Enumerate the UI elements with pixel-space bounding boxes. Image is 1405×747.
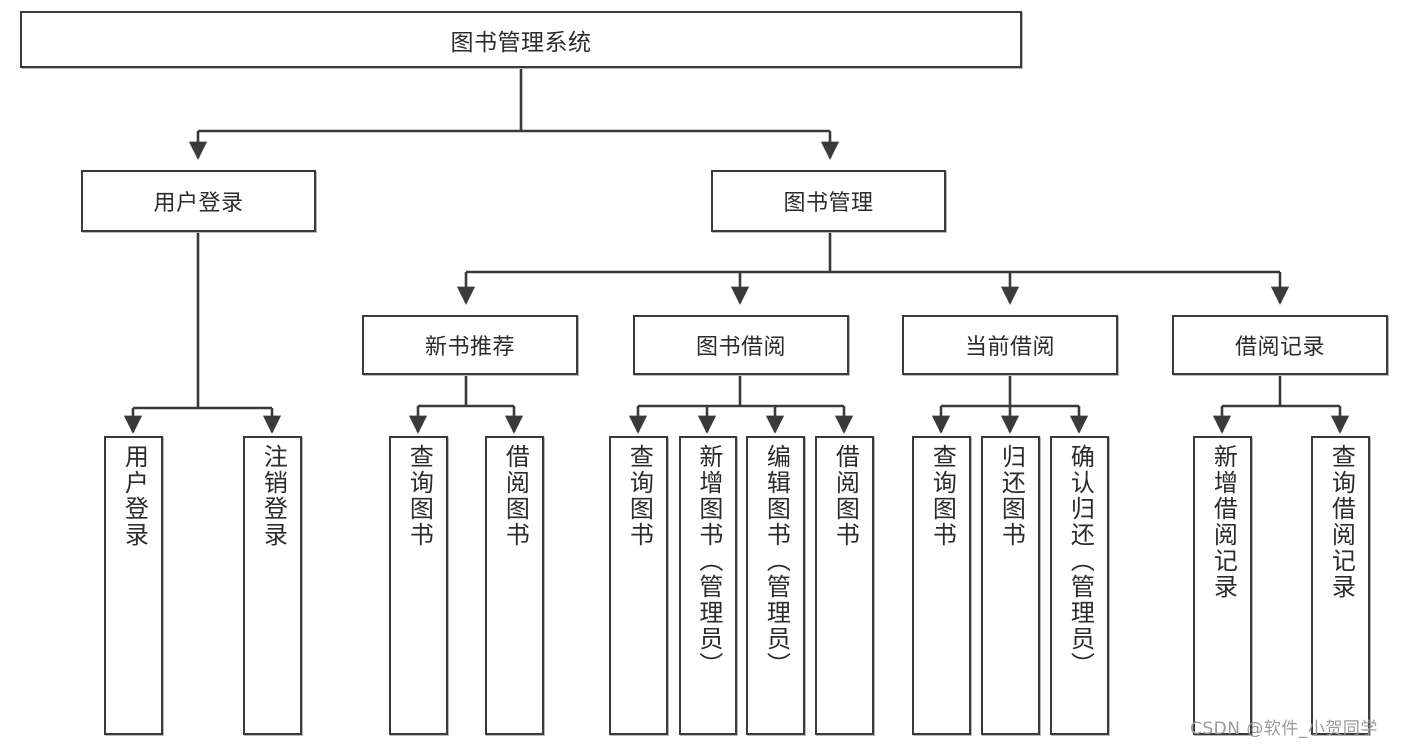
leaf-borrow-borrow-book[interactable]: 借阅图书 (815, 436, 874, 735)
leaf-label: 查询图书 (928, 444, 957, 548)
leaf-label: 注销登录 (259, 444, 288, 548)
node-current-borrow[interactable]: 当前借阅 (902, 315, 1118, 375)
leaf-current-query-book[interactable]: 查询图书 (912, 436, 971, 735)
leaf-record-add-record[interactable]: 新增借阅记录 (1193, 436, 1252, 735)
leaf-label: 借阅图书 (831, 444, 860, 548)
node-borrow-record[interactable]: 借阅记录 (1172, 315, 1388, 375)
leaf-label: 查询图书 (405, 444, 434, 548)
leaf-label: 查询图书 (625, 444, 654, 548)
leaf-recommend-borrow-book[interactable]: 借阅图书 (485, 436, 544, 735)
leaf-label: 查询借阅记录 (1327, 444, 1356, 600)
leaf-label: 确认归还（管理员） (1066, 444, 1095, 678)
node-book-management[interactable]: 图书管理 (711, 170, 946, 232)
leaf-borrow-add-book-admin[interactable]: 新增图书（管理员） (679, 436, 737, 735)
leaf-current-confirm-return-admin[interactable]: 确认归还（管理员） (1050, 436, 1109, 735)
node-user-login[interactable]: 用户登录 (81, 170, 316, 232)
leaf-label: 用户登录 (120, 444, 149, 548)
leaf-user-login-logout[interactable]: 注销登录 (243, 436, 302, 735)
leaf-recommend-query-book[interactable]: 查询图书 (389, 436, 448, 735)
leaf-label: 归还图书 (997, 444, 1026, 548)
leaf-label: 编辑图书（管理员） (762, 444, 791, 678)
leaf-label: 新增图书（管理员） (694, 444, 723, 678)
leaf-borrow-edit-book-admin[interactable]: 编辑图书（管理员） (746, 436, 805, 735)
leaf-current-return-book[interactable]: 归还图书 (981, 436, 1040, 735)
node-book-borrow[interactable]: 图书借阅 (633, 315, 849, 375)
watermark-text: CSDN @软件_小贺同学 (1190, 719, 1378, 739)
leaf-label: 借阅图书 (501, 444, 530, 548)
leaf-record-query-record[interactable]: 查询借阅记录 (1311, 436, 1370, 735)
leaf-label: 新增借阅记录 (1209, 444, 1238, 600)
node-new-book-recommend[interactable]: 新书推荐 (362, 315, 578, 375)
node-root-system[interactable]: 图书管理系统 (20, 11, 1022, 68)
leaf-borrow-query-book[interactable]: 查询图书 (609, 436, 668, 735)
leaf-user-login-login[interactable]: 用户登录 (104, 436, 163, 735)
